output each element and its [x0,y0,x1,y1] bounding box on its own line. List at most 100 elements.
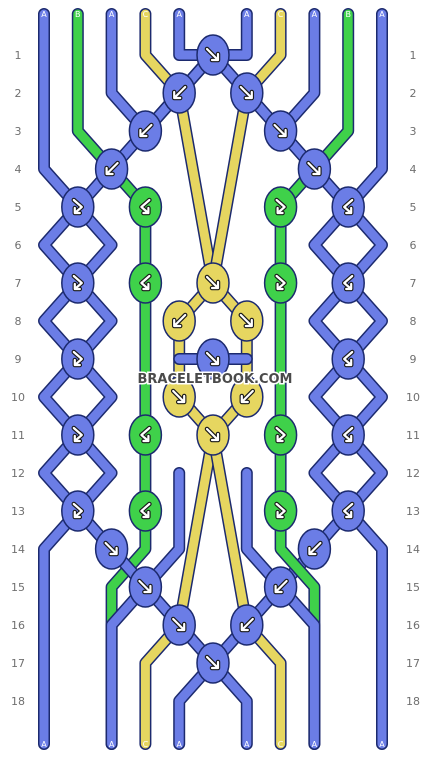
row-label-left: 6 [15,239,22,252]
row-label-left: 12 [11,467,25,480]
knot-body [331,338,365,380]
knot-r13-c7[interactable] [263,490,298,532]
strand-letter-top: A [176,10,182,19]
strand-letter-bottom: A [244,740,250,749]
knot-arrow-icon-fill [72,198,83,215]
knot-body [128,414,163,456]
row-label-right: 2 [410,87,417,100]
knot-body [61,262,95,304]
knot-r11-c1[interactable] [61,414,95,456]
knot-r11-c9[interactable] [331,414,365,456]
knot-body [61,186,95,228]
knot-r5-c1[interactable] [61,186,95,228]
knot-arrow-icon-fill [172,389,186,404]
knot-body [263,414,298,456]
knot-r9-c9[interactable] [331,338,365,380]
knot-arrow-icon-fill [275,198,286,215]
knot-r17-c5[interactable] [196,642,230,684]
knot-arrow-icon-fill [72,426,83,443]
strand-letter-bottom: C [278,740,284,749]
row-label-right: 11 [406,429,420,442]
knot-r9-c1[interactable] [61,338,95,380]
row-label-left: 17 [11,657,25,670]
knot-r7-c3[interactable] [128,262,163,304]
knot-arrow-icon-fill [205,47,220,62]
knot-arrow-icon-fill [72,350,83,367]
row-label-right: 15 [406,581,420,594]
knot-r10-c6[interactable] [230,376,264,418]
knot-arrow-icon-fill [274,579,288,594]
knot-r5-c9[interactable] [331,186,365,228]
row-label-right: 10 [406,391,420,404]
knot-r7-c7[interactable] [263,262,298,304]
knot-arrow-icon-fill [140,426,151,443]
knot-r8-c6[interactable] [230,300,264,342]
knot-arrow-icon-fill [205,351,220,366]
strand-letter-top: A [379,10,385,19]
knot-body [331,262,365,304]
row-label-right: 13 [406,505,420,518]
knot-r10-c4[interactable] [162,376,196,418]
knot-r11-c5[interactable] [196,414,230,456]
strand-letter-bottom: B [75,740,81,749]
knot-r3-c7[interactable] [263,110,298,152]
knot-r15-c7[interactable] [263,566,298,608]
row-label-left: 16 [11,619,25,632]
row-label-left: 9 [15,353,22,366]
row-label-right: 7 [410,277,417,290]
strand-letter-top: B [345,10,351,19]
row-label-right: 12 [406,467,420,480]
knot-r16-c4[interactable] [162,604,196,646]
knot-r7-c5[interactable] [196,262,230,304]
row-label-left: 10 [11,391,25,404]
row-label-right: 5 [410,201,417,214]
knot-r16-c6[interactable] [230,604,264,646]
knot-body [128,262,163,304]
knot-r13-c1[interactable] [61,490,95,532]
strand-letter-bottom: B [345,740,351,749]
knot-r3-c3[interactable] [128,110,163,152]
knot-r2-c4[interactable] [162,72,196,114]
row-label-right: 14 [406,543,420,556]
knot-arrow-icon-fill [205,427,220,442]
knot-arrow-icon-fill [273,123,287,138]
row-label-left: 2 [15,87,22,100]
knot-body [331,490,365,532]
strand-letter-top: C [278,10,284,19]
knot-arrow-icon-fill [343,274,354,291]
knot-r4-c8[interactable] [297,148,332,190]
knot-arrow-icon-fill [239,85,253,100]
knot-r13-c9[interactable] [331,490,365,532]
row-label-right: 18 [406,695,420,708]
strand-letter-bottom: A [109,740,115,749]
knot-r4-c2[interactable] [94,148,129,190]
knot-r15-c3[interactable] [128,566,163,608]
strand-letter-top: A [244,10,250,19]
row-label-right: 6 [410,239,417,252]
knot-r11-c3[interactable] [128,414,163,456]
strand-letter-bottom: A [379,740,385,749]
knot-r13-c3[interactable] [128,490,163,532]
knot-r14-c2[interactable] [94,528,129,570]
knot-r9-c5[interactable] [196,338,230,380]
knot-r1-c5[interactable] [196,34,230,76]
knot-arrow-icon-fill [72,274,83,291]
knot-body [61,490,95,532]
knot-r5-c7[interactable] [263,186,298,228]
knot-r2-c6[interactable] [230,72,264,114]
knot-r7-c9[interactable] [331,262,365,304]
row-label-right: 4 [410,163,417,176]
knot-r8-c4[interactable] [162,300,196,342]
knot-r7-c1[interactable] [61,262,95,304]
row-label-left: 13 [11,505,25,518]
strand-letter-top: B [75,10,81,19]
knot-r11-c7[interactable] [263,414,298,456]
knot-r5-c3[interactable] [128,186,163,228]
knot-arrow-icon-fill [140,502,151,519]
watermark: BRACELETBOOK.COM [138,372,293,387]
knot-arrow-icon-fill [343,502,354,519]
row-label-right: 1 [410,49,417,62]
knot-r14-c8[interactable] [297,528,332,570]
